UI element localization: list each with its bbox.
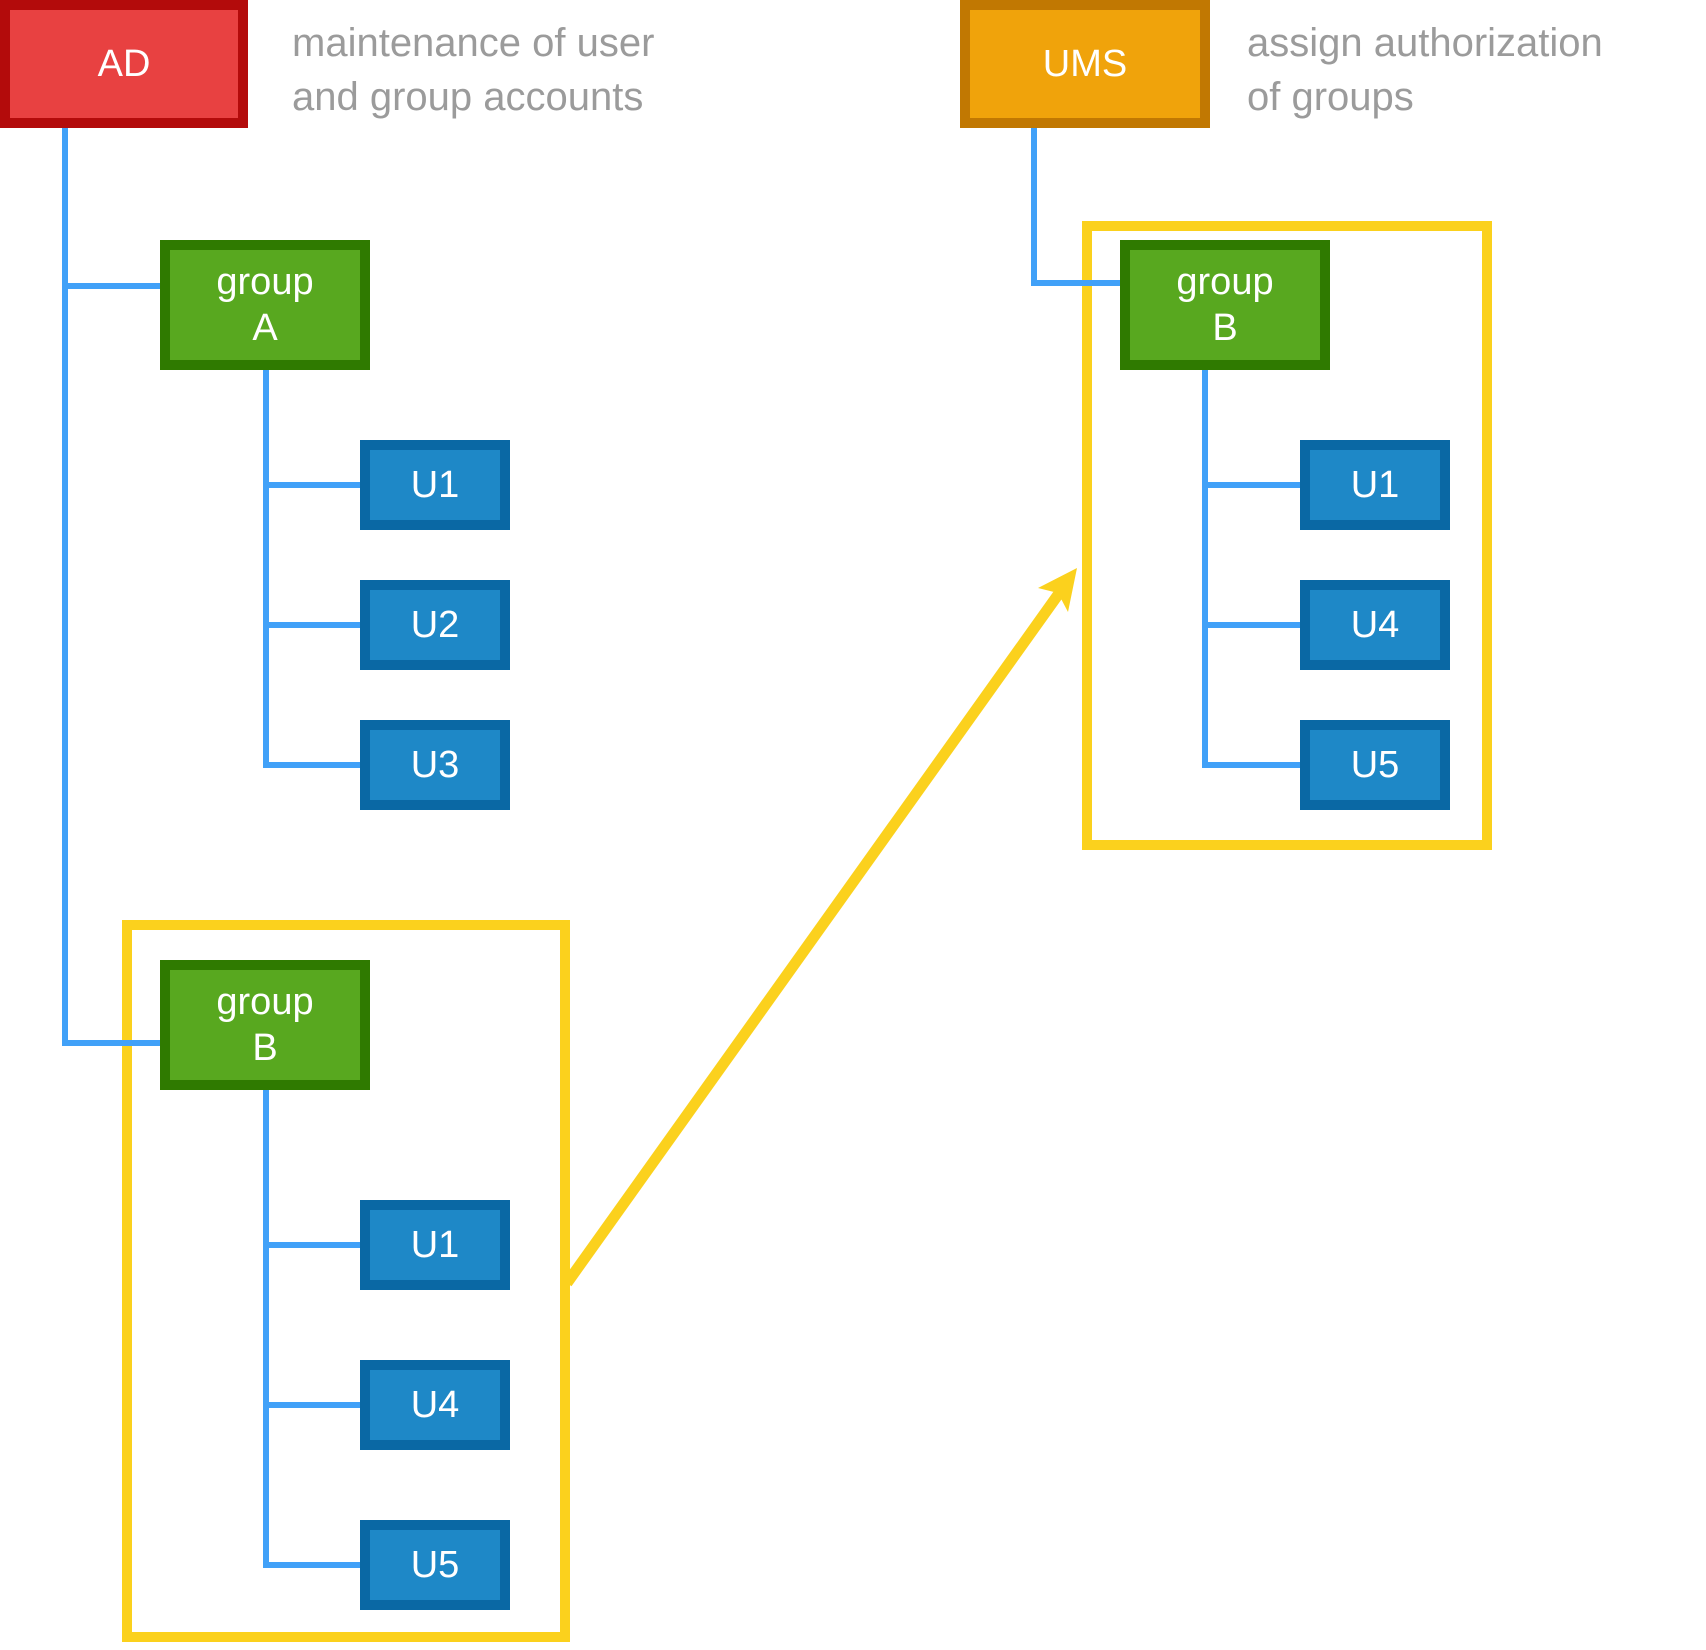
group-b-ad-node: group B — [160, 960, 370, 1090]
user-label: U5 — [1350, 744, 1400, 786]
user-node-ad-b-u5: U5 — [360, 1520, 510, 1610]
user-label: U4 — [410, 1384, 460, 1426]
user-label: U2 — [410, 604, 460, 646]
group-a-letter: A — [252, 307, 278, 349]
connector-group-b-ums-to-u4 — [1202, 622, 1300, 628]
ums-note: assign authorization of groups — [1247, 16, 1603, 124]
connector-group-b-ums-to-u1 — [1202, 482, 1300, 488]
group-a-node: group A — [160, 240, 370, 370]
connector-ums-trunk — [1031, 128, 1037, 286]
user-label: U5 — [410, 1544, 460, 1586]
connector-ums-to-group-b — [1031, 280, 1120, 286]
connector-group-b-ad-trunk — [263, 1090, 269, 1568]
user-label: U1 — [410, 1224, 460, 1266]
user-node-ad-b-u1: U1 — [360, 1200, 510, 1290]
group-b-ums-name: group — [1176, 261, 1274, 303]
highlight-frame-ums-group-b — [1082, 221, 1492, 850]
ums-node: UMS — [960, 0, 1210, 128]
connector-ad-to-group-b — [62, 1040, 160, 1046]
connector-ad-trunk — [62, 128, 68, 1045]
user-node-ad-b-u4: U4 — [360, 1360, 510, 1450]
group-b-ums-node: group B — [1120, 240, 1330, 370]
connector-group-a-to-u2 — [263, 622, 360, 628]
group-b-ad-name: group — [216, 981, 314, 1023]
user-node-ums-b-u1: U1 — [1300, 440, 1450, 530]
ad-note: maintenance of user and group accounts — [292, 16, 654, 124]
user-node-ums-b-u5: U5 — [1300, 720, 1450, 810]
ad-note-line1: maintenance of user — [292, 21, 655, 65]
user-node-ad-a-u3: U3 — [360, 720, 510, 810]
user-node-ad-a-u1: U1 — [360, 440, 510, 530]
user-label: U3 — [410, 744, 460, 786]
user-label: U1 — [410, 464, 460, 506]
arrow-head — [1038, 568, 1077, 612]
connector-group-a-trunk — [263, 370, 269, 768]
connector-group-b-ad-to-u4 — [263, 1402, 360, 1408]
user-label: U1 — [1350, 464, 1400, 506]
group-a-name: group — [216, 261, 314, 303]
ums-node-label: UMS — [1042, 43, 1128, 85]
connector-group-b-ums-to-u5 — [1202, 762, 1300, 768]
user-node-ad-a-u2: U2 — [360, 580, 510, 670]
ad-node: AD — [0, 0, 248, 128]
arrow-shaft — [562, 588, 1065, 1287]
connector-group-b-ad-to-u1 — [263, 1242, 360, 1248]
connector-group-b-ad-to-u5 — [263, 1562, 360, 1568]
group-b-ad-letter: B — [252, 1027, 278, 1069]
ad-note-line2: and group accounts — [292, 75, 644, 119]
connector-group-a-to-u3 — [263, 762, 360, 768]
group-b-ums-letter: B — [1212, 307, 1238, 349]
connector-group-a-to-u1 — [263, 482, 360, 488]
user-node-ums-b-u4: U4 — [1300, 580, 1450, 670]
user-label: U4 — [1350, 604, 1400, 646]
ums-note-line1: assign authorization — [1247, 21, 1603, 65]
connector-group-b-ums-trunk — [1202, 370, 1208, 768]
ad-node-label: AD — [97, 43, 151, 85]
ums-note-line2: of groups — [1247, 75, 1414, 119]
connector-ad-to-group-a — [62, 283, 160, 289]
